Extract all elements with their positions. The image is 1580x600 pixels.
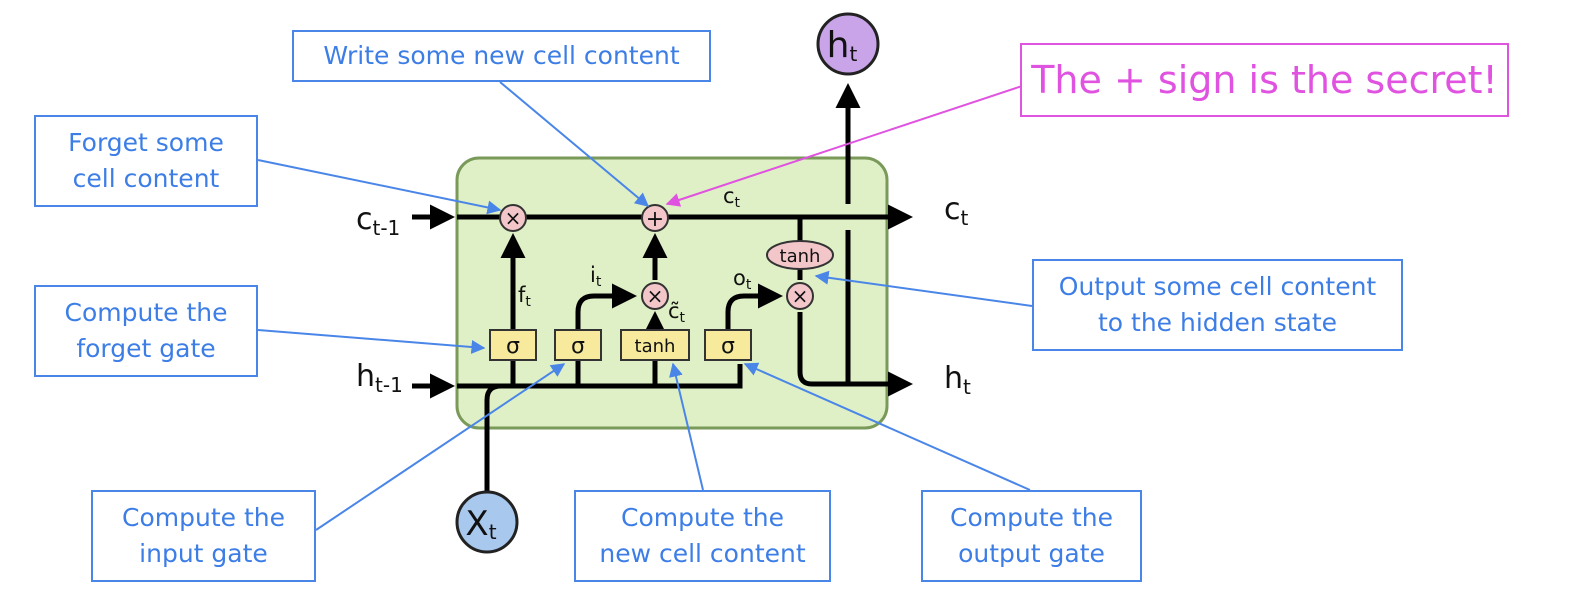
compute-input-gate-box: Compute the input gate [91, 490, 316, 582]
output-gate-sigma: σ [721, 334, 735, 359]
x-input-node: Xt [455, 490, 519, 554]
write-cell-content-box: Write some new cell content [292, 30, 711, 82]
input-gate-sigma: σ [571, 334, 585, 359]
input-gate-layer: σ [554, 329, 602, 361]
cell-plus-symbol: + [646, 207, 664, 232]
h-output-node: ht [816, 12, 880, 76]
h-prev-label: ht-1 [356, 359, 403, 397]
ctilde-label: c̃t [668, 299, 686, 326]
c-out-label: ct [944, 192, 969, 230]
output-cell-content-box: Output some cell content to the hidden s… [1032, 259, 1403, 351]
cell-tanh-op: tanh [766, 240, 834, 270]
new-content-tanh-label: tanh [635, 336, 676, 357]
annotation-arrows [257, 81, 1033, 531]
forget-multiply-symbol: × [505, 206, 522, 230]
svg-text:Xt: Xt [465, 504, 496, 544]
compute-new-content-box: Compute the new cell content [574, 490, 831, 582]
forget-gate-layer: σ [489, 329, 537, 361]
cell-tanh-label: tanh [780, 246, 821, 267]
input-multiply-op: × [641, 282, 669, 310]
new-content-tanh-layer: tanh [620, 329, 690, 361]
input-multiply-symbol: × [647, 284, 664, 308]
x-input-node-sub: t [489, 520, 497, 544]
h-out-label: ht [944, 361, 971, 399]
c-mid-label: ct [723, 184, 741, 211]
secret-arrow [665, 85, 1023, 207]
compute-forget-gate-box: Compute the forget gate [34, 285, 258, 377]
h-output-node-sub: t [849, 42, 857, 66]
h-output-node-label: h [827, 25, 850, 66]
forget-cell-content-box: Forget some cell content [34, 115, 258, 207]
cell-plus-op: + [641, 204, 669, 232]
output-multiply-op: × [786, 282, 814, 310]
secret-callout-box: The + sign is the secret! [1020, 43, 1509, 117]
o-label: ot [733, 266, 752, 293]
flow-lines [412, 83, 913, 492]
compute-output-gate-box: Compute the output gate [921, 490, 1142, 582]
forget-gate-sigma: σ [506, 334, 520, 359]
f-label: ft [518, 283, 531, 310]
i-label: it [590, 263, 602, 290]
forget-multiply-op: × [499, 204, 527, 232]
c-prev-label: ct-1 [356, 202, 400, 240]
svg-text:ht: ht [827, 25, 858, 66]
x-input-node-label: X [465, 504, 488, 544]
output-multiply-symbol: × [792, 284, 809, 308]
output-gate-layer: σ [704, 329, 752, 361]
